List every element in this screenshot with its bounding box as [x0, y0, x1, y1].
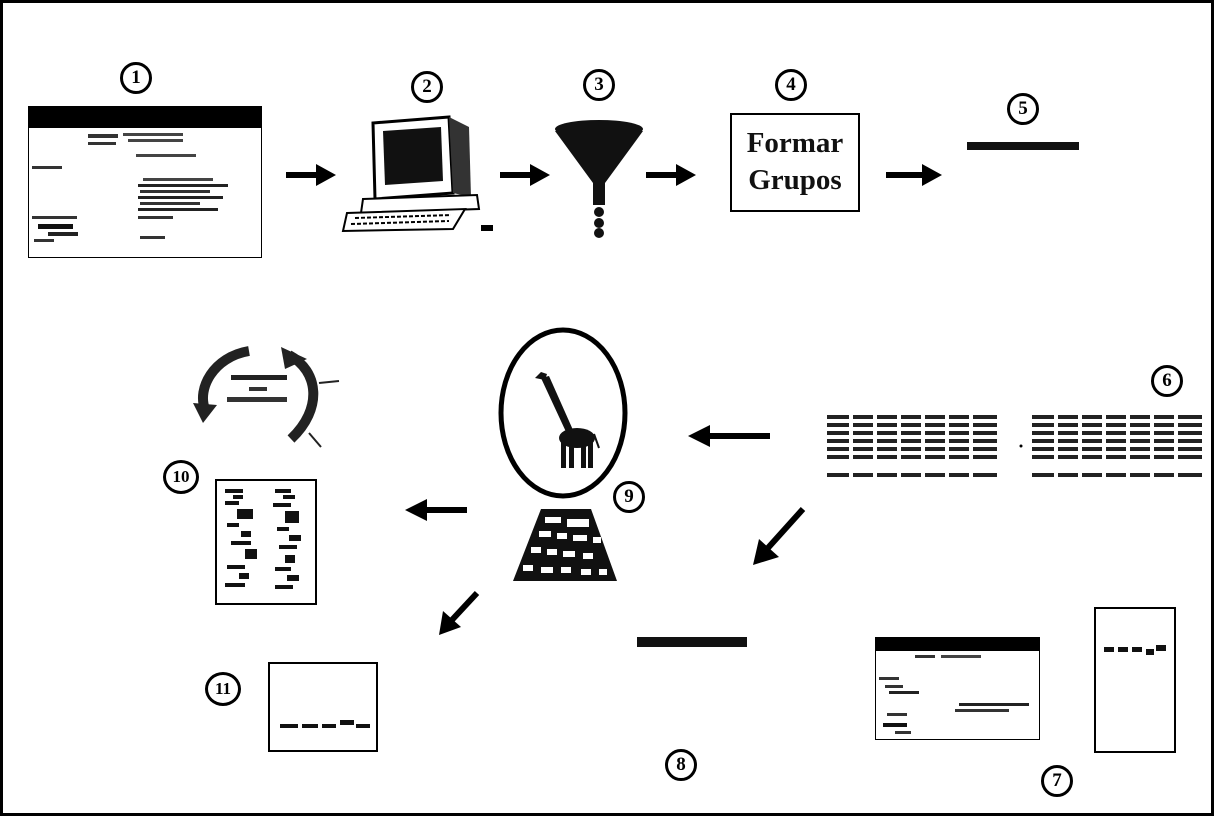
arrow-down-left-icon [751, 505, 807, 567]
step-7-gel-icon [1094, 607, 1176, 753]
step-5-bar [967, 142, 1079, 150]
step-3-number: 3 [583, 69, 615, 101]
step-8-number: 8 [665, 749, 697, 781]
arrow-left-icon [686, 421, 772, 451]
cycle-arrows-icon [189, 343, 349, 453]
giraffe-icon [497, 326, 629, 500]
gel-image-icon [268, 662, 379, 753]
arrow-right-icon [646, 161, 698, 189]
pyramid-chart-icon [511, 507, 619, 583]
step-2-number: 2 [411, 71, 443, 103]
step-11-number: 11 [205, 672, 241, 706]
step-1-number: 1 [120, 62, 152, 94]
step-8-bar [637, 637, 747, 647]
arrow-right-icon [500, 161, 552, 189]
step-6-number: 6 [1151, 365, 1183, 397]
step-7-document-icon [875, 637, 1041, 741]
step-7-number: 7 [1041, 765, 1073, 797]
form-groups-line-2: Grupos [732, 162, 858, 199]
arrow-left-icon [403, 495, 469, 525]
funnel-icon [551, 115, 647, 241]
arrow-down-left-icon [437, 589, 481, 637]
form-groups-line-1: Formar [732, 125, 858, 162]
sequence-alignment-icon [827, 415, 1202, 489]
step-5-number: 5 [1007, 93, 1039, 125]
form-groups-box: Formar Grupos [730, 113, 860, 212]
step-10-number: 10 [163, 460, 199, 494]
arrow-right-icon [886, 161, 944, 189]
arrow-right-icon [286, 161, 338, 189]
cluster-grid-icon [215, 479, 317, 605]
document-screenshot-icon [28, 106, 263, 259]
step-4-number: 4 [775, 69, 807, 101]
computer-icon [341, 115, 501, 235]
